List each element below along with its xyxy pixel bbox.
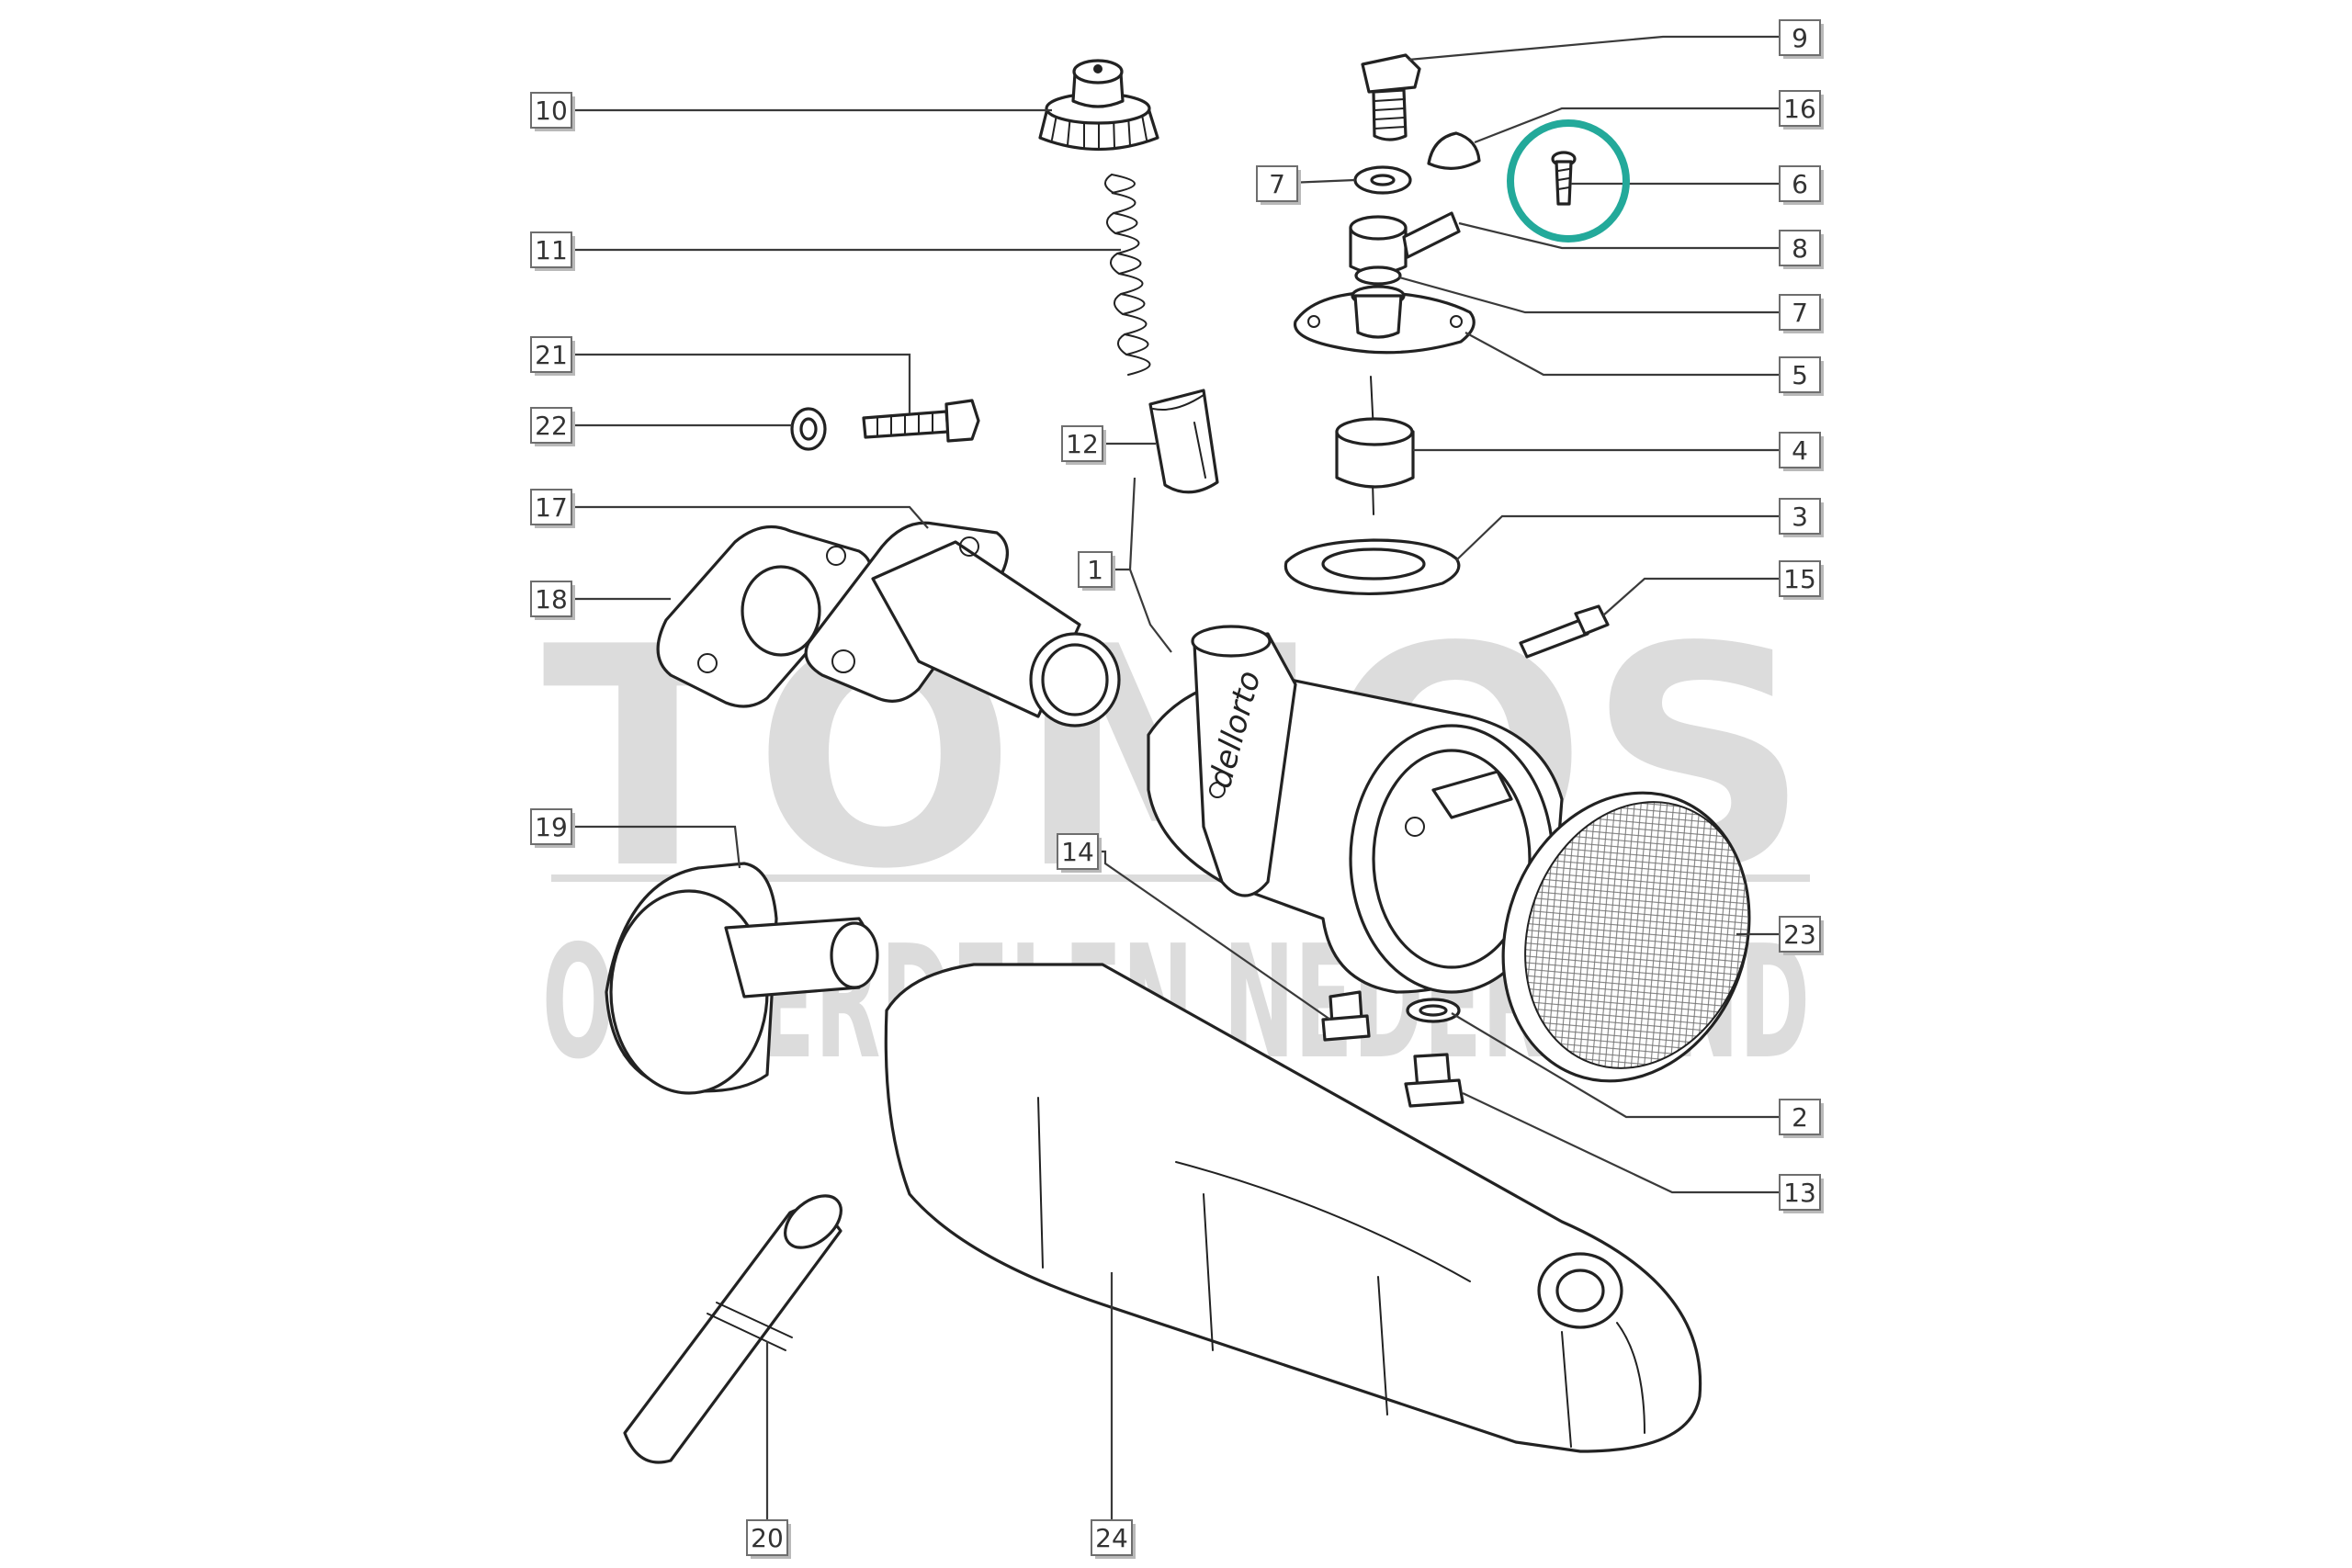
label-10-text: 10 [535, 96, 568, 126]
label-5[interactable]: 5 [1779, 356, 1824, 396]
part-14-jet [1321, 990, 1371, 1042]
label-12-text: 12 [1066, 429, 1099, 459]
label-11[interactable]: 11 [530, 231, 575, 271]
label-17[interactable]: 17 [530, 489, 575, 528]
part-22-washer [790, 407, 827, 451]
label-21[interactable]: 21 [530, 336, 575, 376]
part-5-float-cover [1293, 285, 1476, 355]
label-16-text: 16 [1783, 94, 1816, 124]
label-19[interactable]: 19 [530, 808, 575, 848]
label-2[interactable]: 2 [1779, 1099, 1824, 1138]
label-1[interactable]: 1 [1078, 551, 1115, 591]
label-12[interactable]: 12 [1061, 425, 1106, 465]
label-6[interactable]: 6 [1779, 165, 1824, 205]
part-24-air-box [884, 963, 1702, 1453]
part-9-banjo-bolt [1361, 53, 1421, 141]
label-21-text: 21 [535, 340, 568, 370]
label-19-text: 19 [535, 812, 568, 842]
part-16-cap [1427, 131, 1481, 170]
label-4-text: 4 [1792, 435, 1808, 466]
label-22-text: 22 [535, 411, 568, 441]
label-18[interactable]: 18 [530, 581, 575, 620]
part-21-bolt [862, 399, 980, 443]
label-15-text: 15 [1783, 564, 1816, 594]
part-8-fuel-inlet [1349, 211, 1461, 276]
label-23-text: 23 [1783, 919, 1816, 950]
label-2-text: 2 [1792, 1102, 1808, 1133]
label-13[interactable]: 13 [1779, 1174, 1824, 1213]
label-1-text: 1 [1087, 555, 1103, 585]
label-7-lower[interactable]: 7 [1779, 294, 1824, 333]
part-7-washer-upper [1353, 165, 1412, 195]
label-24[interactable]: 24 [1091, 1519, 1136, 1559]
part-15-screw [1519, 604, 1610, 659]
label-7-upper[interactable]: 7 [1256, 165, 1301, 205]
label-6-text: 6 [1792, 169, 1808, 199]
label-14[interactable]: 14 [1057, 833, 1102, 873]
part-7-washer-lower [1354, 265, 1402, 286]
label-13-text: 13 [1783, 1178, 1816, 1208]
label-8[interactable]: 8 [1779, 230, 1824, 269]
label-7-upper-text: 7 [1269, 169, 1285, 199]
label-20-text: 20 [751, 1523, 784, 1553]
part-3-gasket [1283, 538, 1461, 596]
part-4-float [1335, 376, 1415, 515]
label-7-lower-text: 7 [1792, 298, 1808, 328]
part-2-washer [1406, 998, 1461, 1023]
label-11-text: 11 [535, 235, 568, 265]
label-9[interactable]: 9 [1779, 19, 1824, 59]
part-23-air-filter [1501, 791, 1751, 1083]
leader-lines [573, 35, 1780, 1539]
part-13-plug [1404, 1053, 1464, 1108]
label-17-text: 17 [535, 492, 568, 523]
label-18-text: 18 [535, 584, 568, 615]
label-8-text: 8 [1792, 233, 1808, 264]
watermark-bar [551, 874, 1810, 882]
label-23[interactable]: 23 [1779, 916, 1824, 955]
label-16[interactable]: 16 [1779, 90, 1824, 130]
part-20-hose [623, 1194, 842, 1464]
part-11-spring [1104, 174, 1151, 376]
part-19-cap [605, 862, 879, 1095]
highlight-ring [1507, 119, 1630, 243]
part-17-manifold [804, 521, 1121, 728]
part-1-carburetor-body: dellorto [1147, 625, 1564, 994]
label-20[interactable]: 20 [746, 1519, 791, 1559]
label-3-text: 3 [1792, 502, 1808, 532]
label-10[interactable]: 10 [530, 92, 575, 131]
label-9-text: 9 [1792, 23, 1808, 53]
label-22[interactable]: 22 [530, 407, 575, 446]
label-24-text: 24 [1095, 1523, 1128, 1553]
label-4[interactable]: 4 [1779, 432, 1824, 471]
part-10-cap [1038, 59, 1159, 152]
label-3[interactable]: 3 [1779, 498, 1824, 537]
part-6-screw [1551, 151, 1577, 206]
label-15[interactable]: 15 [1779, 560, 1824, 600]
part-12-throttle-slide [1148, 389, 1219, 494]
label-14-text: 14 [1061, 837, 1094, 867]
label-5-text: 5 [1792, 360, 1808, 390]
